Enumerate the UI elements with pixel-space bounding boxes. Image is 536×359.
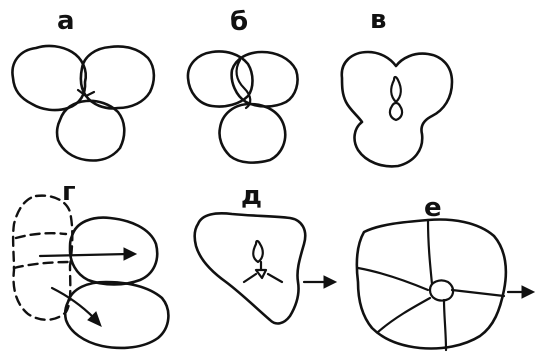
panel-label-v: в bbox=[370, 5, 386, 35]
panel-a: а bbox=[12, 6, 153, 161]
cell-g-dashed-line-1 bbox=[16, 233, 66, 238]
cell-e-division-vertical bbox=[428, 220, 432, 284]
cell-d-inner-loop bbox=[253, 241, 263, 262]
arrow-e-head bbox=[522, 286, 534, 298]
cell-g-dashed-outline bbox=[13, 196, 72, 320]
cell-v-outline bbox=[342, 52, 452, 166]
cell-d-inner-triangle bbox=[244, 262, 282, 282]
arrow-g-upper-head bbox=[124, 248, 136, 260]
cell-v-loop bbox=[391, 77, 401, 102]
cell-e-division-lower bbox=[444, 300, 446, 350]
cell-b-right bbox=[232, 52, 298, 107]
cell-a-left bbox=[12, 46, 85, 110]
panel-label-a: а bbox=[57, 6, 75, 36]
panel-e: е bbox=[357, 193, 534, 350]
cell-a-right bbox=[81, 46, 154, 108]
cell-b-bottom bbox=[219, 104, 285, 163]
cell-e-division-right bbox=[452, 290, 504, 296]
arrow-g-upper-line bbox=[40, 254, 128, 256]
panel-g: г bbox=[13, 177, 168, 348]
cell-e-center-nucleus bbox=[430, 280, 453, 300]
panel-v: в bbox=[342, 5, 452, 166]
cell-g-upper bbox=[70, 218, 157, 285]
panel-d: д bbox=[195, 181, 336, 323]
panel-b: б bbox=[188, 7, 298, 163]
cell-a-bottom bbox=[57, 101, 124, 161]
cell-v-loop-lower bbox=[390, 103, 402, 120]
panel-label-d: д bbox=[241, 181, 262, 211]
cell-g-lower bbox=[65, 282, 168, 348]
arrow-d-head bbox=[324, 276, 336, 288]
cell-g-dashed-line-2 bbox=[14, 262, 70, 268]
cell-e-division-left bbox=[358, 268, 428, 290]
cell-d-outline bbox=[195, 213, 306, 323]
panel-label-b: б bbox=[230, 7, 248, 37]
cell-a-center-mark bbox=[78, 90, 94, 96]
cell-e-division-lowerleft bbox=[378, 298, 430, 332]
